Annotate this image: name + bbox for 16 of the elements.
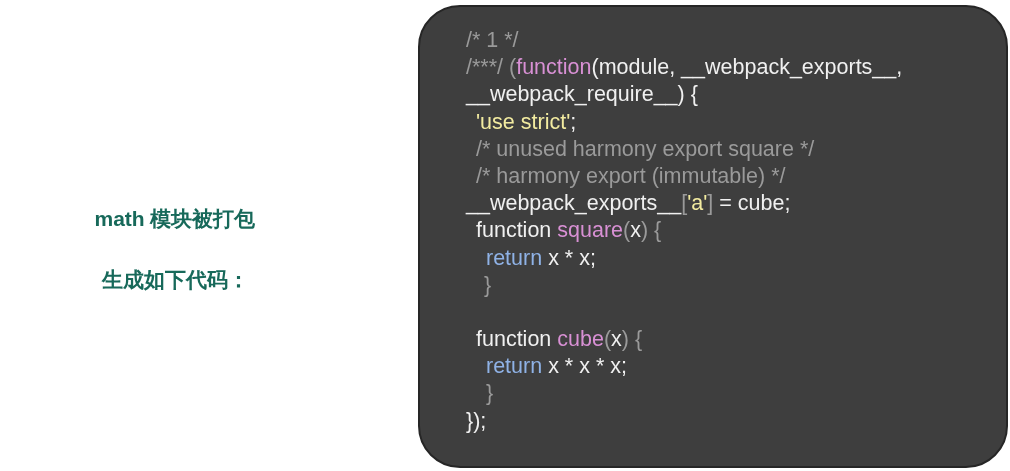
code-panel [418,5,1008,468]
code-line: function cube(x) { [475,326,644,354]
code-line: return x * x; [485,244,597,272]
code-line: /* unused harmony export square */ [475,135,816,163]
code-line: function square(x) { [475,217,663,245]
code-line: return x * x * x; [485,353,628,381]
code-line: /* 1 */ [466,27,520,54]
code-line: /* harmony export (immutable) */ [475,163,787,190]
heading-text: math 模块被打包 [94,206,256,232]
code-line: } [483,271,493,299]
code-line: __webpack_exports__['a'] = cube; [466,190,792,218]
code-line: }); [466,407,488,435]
code-line: 'use strict'; [475,108,578,136]
heading-text: 生成如下代码： [101,267,249,293]
code-line: /***/ (function(module, __webpack_exports__, __webpack_require__) { [466,54,904,109]
code-line: } [485,380,495,408]
